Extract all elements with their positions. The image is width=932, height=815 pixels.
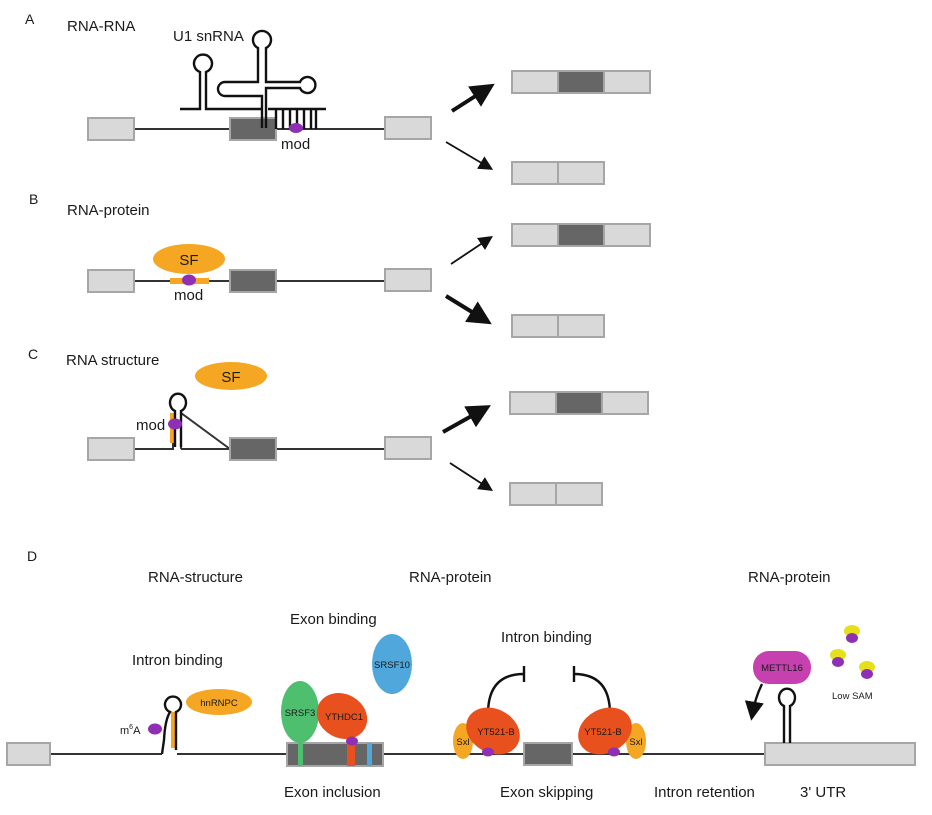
srsf10-binding-site <box>367 743 372 766</box>
outcome-exon-skipping: Exon skipping <box>500 784 593 801</box>
exon-downstream <box>384 268 432 292</box>
mrna-isoform-included <box>511 223 651 247</box>
panel-a-title: RNA-RNA <box>67 18 135 35</box>
modification-dot <box>289 123 303 133</box>
protein-yt521b-left <box>466 707 520 755</box>
sxl-right-label: Sxl <box>629 737 642 748</box>
mrna-isoform-skipped <box>511 161 605 185</box>
rna-hairpin-intron <box>160 695 183 755</box>
srsf3-binding-site <box>298 743 303 766</box>
sam-purple <box>832 657 844 667</box>
protein-yt521b-right <box>578 707 632 755</box>
modification-dot <box>182 274 196 286</box>
mettl16-label: METTL16 <box>761 663 803 674</box>
protein-mettl16 <box>753 651 811 684</box>
m6a-dot <box>346 736 358 746</box>
yt521b-right-label: YT521-B <box>584 727 622 738</box>
sf-label-c: SF <box>221 369 240 386</box>
m6a-dot <box>148 723 162 735</box>
exon-binding-label: Exon binding <box>290 611 377 628</box>
protein-srsf3 <box>281 681 319 743</box>
yt521b-left-label: YT521-B <box>477 727 515 738</box>
exon-alternative <box>229 269 277 293</box>
arrow-inclusion-strong <box>442 405 491 434</box>
panel-letter-d: D <box>27 548 37 564</box>
base-pairing-lines <box>274 109 318 129</box>
arrow-skipping-weak <box>449 462 494 491</box>
exon-alternative-skipping <box>523 742 573 766</box>
protein-ythdc1 <box>316 693 368 739</box>
m6a-label: m6A <box>120 724 141 737</box>
exon-3prime-utr <box>764 742 916 766</box>
inhibition-arc-left <box>486 672 525 715</box>
u1-snrna-structure <box>180 29 326 129</box>
srsf10-label: SRSF10 <box>374 660 410 671</box>
intron-binding-label-left: Intron binding <box>132 652 223 669</box>
sam-molecules <box>830 625 875 679</box>
section-title-rna-protein-1: RNA-protein <box>409 569 492 586</box>
binding-motif <box>171 712 177 748</box>
panel-d: D RNA-structure RNA-protein RNA-protein … <box>6 548 916 801</box>
sam-purple <box>861 669 873 679</box>
exon-downstream <box>384 116 432 140</box>
m6a-dot <box>608 747 620 757</box>
ythdc1-binding-site <box>347 743 355 766</box>
exon-alternative <box>229 437 277 461</box>
section-title-rna-protein-2: RNA-protein <box>748 569 831 586</box>
outcome-3utr: 3' UTR <box>800 784 846 801</box>
arrow-inclusion-weak <box>450 236 493 265</box>
mrna-isoform-included <box>509 391 649 415</box>
exon-upstream <box>87 269 135 293</box>
outcome-intron-retention: Intron retention <box>654 784 755 801</box>
section-title-rna-structure: RNA-structure <box>148 569 243 586</box>
ythdc1-label: YTHDC1 <box>325 712 363 723</box>
mod-label-c: mod <box>136 417 165 434</box>
exon-alternative-inclusion <box>286 742 384 767</box>
sam-yellow <box>859 661 875 673</box>
arrow-skipping-weak <box>445 141 494 170</box>
splicing-factor-sf <box>195 362 267 390</box>
panel-b-title: RNA-protein <box>67 202 150 219</box>
sam-yellow <box>830 649 846 661</box>
protein-srsf10 <box>372 634 412 694</box>
inhibition-arc-right <box>573 672 612 715</box>
mod-label-b: mod <box>174 287 203 304</box>
low-sam-label: Low SAM <box>832 691 873 702</box>
m6a-dot <box>482 747 494 757</box>
protein-hnrnpc <box>186 689 252 715</box>
sf-label-b: SF <box>179 252 198 269</box>
modification-dot <box>168 418 182 430</box>
panel-c-title: RNA structure <box>66 352 159 369</box>
hnrnpc-label: hnRNPC <box>200 698 238 709</box>
sam-purple <box>846 633 858 643</box>
mrna-isoform-included <box>511 70 651 94</box>
mrna-isoform-skipped <box>511 314 605 338</box>
exon-upstream <box>87 117 135 141</box>
intron-binding-label-mid: Intron binding <box>501 629 592 646</box>
arrow-inclusion-strong <box>450 83 495 113</box>
mrna-isoform-skipped <box>509 482 603 506</box>
exon-first <box>6 742 51 766</box>
outcome-exon-inclusion: Exon inclusion <box>284 784 381 801</box>
arrow-skipping-strong <box>444 294 492 325</box>
panel-a: A RNA-RNA U1 snRNA mod <box>25 11 651 185</box>
srsf3-label: SRSF3 <box>285 708 316 719</box>
utr-hairpin <box>777 687 797 743</box>
splicing-factor-sf <box>153 244 225 274</box>
sxl-left-label: Sxl <box>456 737 469 748</box>
panel-letter-c: C <box>28 346 38 362</box>
mettl16-arrow <box>744 683 764 721</box>
panel-c: C RNA structure SF mod <box>28 346 649 506</box>
panel-b: B RNA-protein SF mod <box>29 191 651 338</box>
sam-yellow <box>844 625 860 637</box>
panel-letter-a: A <box>25 11 35 27</box>
exon-downstream <box>384 436 432 460</box>
u1-snrna-label: U1 snRNA <box>173 28 244 45</box>
exon-upstream <box>87 437 135 461</box>
panel-letter-b: B <box>29 191 38 207</box>
exon-alternative <box>229 117 277 141</box>
mod-label-a: mod <box>281 136 310 153</box>
